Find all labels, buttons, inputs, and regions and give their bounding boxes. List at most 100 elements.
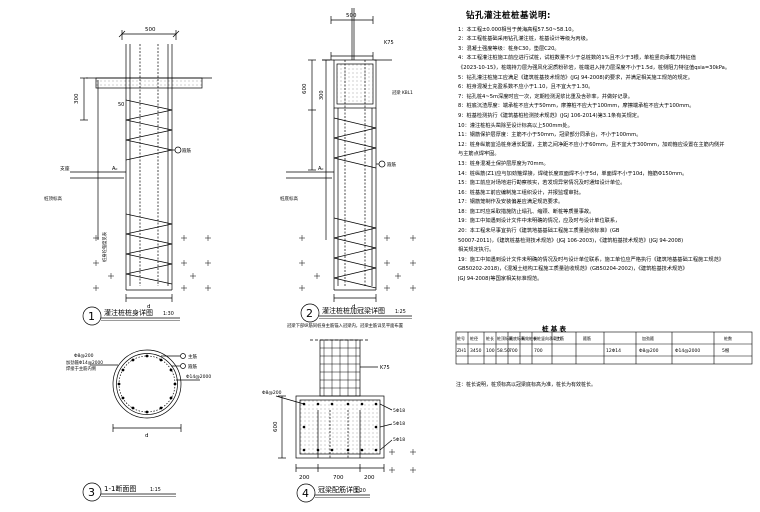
detail-2-title: 灌注桩桩加冠梁详图 bbox=[322, 306, 385, 315]
pile-table-row: ZH1 3450 100 58.50 700 700 12Φ14 Φ8@200 … bbox=[457, 347, 730, 354]
detail-4-number: 4 bbox=[302, 487, 309, 500]
table-cell: 58.50 bbox=[497, 348, 510, 354]
detail-3-label-ring2: 焊接于主筋内侧 bbox=[66, 365, 96, 372]
detail-1-label-support: 支座 bbox=[60, 165, 70, 172]
detail-3-title: 1-1断面图 bbox=[104, 484, 136, 493]
notes-line: 8：桩底沉渣厚度：端承桩不应大于50mm，摩擦桩不应大于100mm，摩擦端承桩不… bbox=[458, 103, 695, 110]
detail-2-label-beam: 冠梁 KBL1 bbox=[392, 89, 413, 96]
detail-2-label-pile-bottom: 桩底标高 bbox=[280, 195, 298, 202]
notes-line: JGJ 94-2008)等国家相关标准规范。 bbox=[458, 276, 543, 283]
notes-line: GB50202-2018)，《混凝土结构工程施工质量验收规范》(GB50204-… bbox=[458, 266, 688, 273]
design-notes: 钻孔灌注桩桩基说明: 1：本工程±0.000相当于黄海高程57.50~58.10… bbox=[458, 11, 754, 285]
detail-1-pile-body bbox=[70, 30, 212, 326]
detail-1-label-area: A₀ bbox=[112, 166, 117, 172]
notes-line: 与主筋点焊牢固。 bbox=[458, 151, 500, 158]
notes-line: 5：钻孔灌注桩施工应满足《建筑桩基技术规范》(JGJ 94-2008)的要求，并… bbox=[458, 74, 693, 81]
detail-2-label-bar: 箍筋 bbox=[387, 161, 396, 168]
detail-3-label-right: Φ14@2000 bbox=[186, 374, 211, 380]
notes-line: 20：本工程未尽事宜执行《建筑地基基础工程施工质量验收标准》(GB bbox=[458, 228, 620, 235]
notes-line: 9：桩基检测执行《建筑基桩检测技术规范》(JGJ 106-2014)第3.1条有… bbox=[458, 112, 643, 119]
table-header: 桩底标高 bbox=[509, 335, 525, 341]
notes-line: 15：施工前应对场地进行勘察核实，若发现异常情况及时通知设计单位。 bbox=[458, 180, 626, 187]
detail-4-title: 冠梁配筋详图 bbox=[318, 485, 360, 494]
table-cell: 700 bbox=[534, 348, 543, 354]
table-header: 加劲箍 bbox=[642, 335, 654, 341]
notes-line: 12：桩身纵筋宜沿桩身通长配置，主筋之间净距不应小于60mm，且不宜大于300m… bbox=[458, 141, 725, 148]
table-header: 桩长 bbox=[486, 335, 494, 341]
detail-4-scale: 1:20 bbox=[355, 488, 366, 494]
detail-2-label-d: d bbox=[352, 304, 356, 310]
notes-line: 相关规定执行。 bbox=[458, 247, 495, 254]
notes-line: 3：混凝土强度等级：桩身C30，垫层C20。 bbox=[458, 45, 560, 52]
table-cell: ZH1 bbox=[457, 348, 466, 354]
table-header: 箍筋 bbox=[583, 335, 591, 341]
notes-line: 13：桩身混凝土保护层厚度为70mm。 bbox=[458, 160, 549, 167]
detail-3-label-stirrup: 箍筋 bbox=[188, 363, 197, 370]
detail-1-label-bar: 箍筋 bbox=[182, 147, 191, 154]
notes-title: 钻孔灌注桩桩基说明: bbox=[466, 11, 551, 21]
pile-table bbox=[455, 331, 753, 365]
table-header: 桩径 bbox=[470, 335, 478, 341]
table-header: 桩数 bbox=[724, 335, 732, 341]
pile-table-headers: 桩号 桩径 桩长 桩顶标高 桩底标高 有效桩长 单桩竖向承载力 主筋 箍筋 加劲… bbox=[457, 335, 732, 341]
table-header: 桩顶标高 bbox=[497, 335, 513, 341]
detail-1-dim-side: 300 bbox=[74, 93, 80, 104]
detail-4-label-side2: 5Φ18 bbox=[393, 421, 405, 427]
detail-2-dim-top: 500 bbox=[346, 13, 357, 19]
table-title: 桩 基 表 bbox=[542, 325, 567, 333]
detail-4-label-top-bar: K75 bbox=[380, 365, 390, 371]
detail-1-dim-mid: 50 bbox=[118, 102, 124, 108]
table-cell: Φ8@200 bbox=[639, 348, 659, 354]
detail-2-pile-beam bbox=[286, 8, 416, 323]
notes-line: 1：本工程±0.000相当于黄海高程57.50~58.10。 bbox=[458, 26, 577, 33]
notes-line: 17：钢筋笼制作及安装偏差应满足规范要求。 bbox=[458, 199, 564, 206]
table-cell: 12Φ14 bbox=[606, 348, 621, 354]
notes-line: 19：施工中如遇到设计文件未明确的情况及时与设计单位联系，施工单位应严格执行《建… bbox=[458, 256, 724, 263]
notes-line: 《2023-10-15》，桩端持力层为强风化泥质粉砂岩，桩端进入持力层深度不小于… bbox=[458, 64, 731, 71]
table-header: 有效桩长 bbox=[521, 335, 537, 341]
detail-1-number: 1 bbox=[88, 310, 95, 323]
notes-line: 10：灌注桩桩头凿除至设计标高以上500mm处。 bbox=[458, 122, 573, 129]
detail-1-label-side-note: 桩身砼强度见表 bbox=[101, 231, 108, 262]
detail-4-dim-200a: 200 bbox=[299, 475, 310, 481]
notes-line: 6：桩身混凝土充盈系数不应小于1.10，且不宜大于1.30。 bbox=[458, 84, 594, 91]
detail-4-beam-rebar bbox=[275, 339, 416, 503]
detail-3-label-d: d bbox=[145, 433, 149, 439]
detail-4-dim-mid: 700 bbox=[333, 475, 344, 481]
table-note: 注：桩长说明，桩顶标高以冠梁底标高为准，桩长为有效桩长。 bbox=[456, 382, 597, 388]
table-header: 主筋 bbox=[556, 335, 564, 341]
notes-line: 50007-2011)，《建筑桩基检测技术规范》(JGJ 106-2003)，《… bbox=[458, 237, 684, 244]
notes-line: 11：钢筋保护层厚度：主筋不小于50mm，冠梁部分同承台，不小于100mm。 bbox=[458, 132, 642, 139]
notes-line: 19：施工中如遇到设计文件中未明确的情况，应及时与设计单位联系， bbox=[458, 218, 621, 225]
detail-2-label-area: A₀ bbox=[318, 166, 323, 172]
detail-3-label-main: 主筋 bbox=[188, 353, 197, 360]
detail-1-dim-top: 500 bbox=[145, 27, 156, 33]
table-cell: 3450 bbox=[470, 348, 482, 354]
detail-2-subtitle: 冠梁下部纵筋同桩身主筋锚入冠梁内，冠梁主筋详见平面布置 bbox=[287, 322, 404, 329]
detail-2-dim-side: 300 bbox=[319, 90, 325, 100]
detail-4-dim-h: 600 bbox=[273, 421, 279, 432]
table-cell: 100 bbox=[486, 348, 495, 354]
detail-1-title: 灌注桩桩身详图 bbox=[104, 308, 153, 317]
table-header: 单桩竖向承载力 bbox=[533, 335, 561, 341]
table-cell: Φ14@2000 bbox=[675, 348, 700, 354]
detail-3-section bbox=[82, 349, 200, 502]
notes-line: 7：钻孔桩4~5m深度时应一次，定期检测泥浆比重及含砂率，并做好记录。 bbox=[458, 93, 633, 100]
notes-line: 4：本工程灌注桩施工前应进行试桩，试桩数量不少于总桩数的1%且不少于3根，单桩竖… bbox=[458, 55, 696, 62]
detail-4-label-side1: 5Φ18 bbox=[393, 408, 405, 414]
detail-3-label-spiral: Φ8@200 bbox=[74, 353, 94, 359]
table-cell: 700 bbox=[509, 348, 518, 354]
detail-1-scale: 1:30 bbox=[163, 311, 174, 317]
notes-line: 18：施工时应采取措施防止塌孔、缩颈、断桩等质量事故。 bbox=[458, 208, 595, 215]
detail-1-label-pile-top: 桩顶标高 bbox=[44, 195, 62, 202]
detail-2-number: 2 bbox=[306, 307, 313, 320]
detail-4-dim-200b: 200 bbox=[364, 475, 375, 481]
detail-4-label-stirrup: Φ8@200 bbox=[262, 390, 282, 396]
table-cell: 5根 bbox=[722, 347, 730, 354]
detail-2-dim-h: 600 bbox=[302, 83, 308, 94]
notes-line: 2：本工程桩基础采用钻孔灌注桩，桩基设计等级为丙级。 bbox=[458, 36, 591, 43]
detail-3-scale: 1:15 bbox=[150, 487, 161, 493]
detail-4-label-side3: 5Φ18 bbox=[393, 437, 405, 443]
detail-3-label-ring: 加劲箍Φ14@2000 bbox=[66, 359, 103, 366]
